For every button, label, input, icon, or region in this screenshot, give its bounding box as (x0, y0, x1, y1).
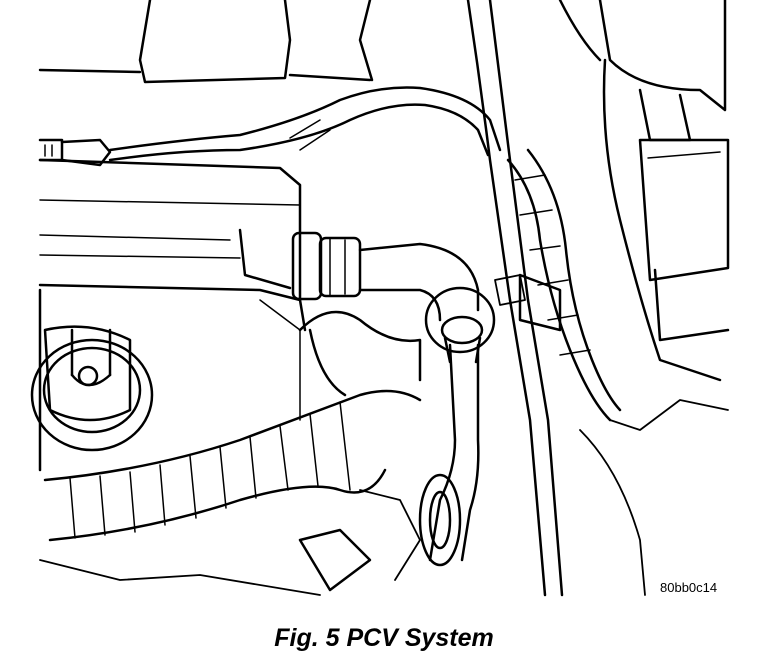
wire-harness-top (108, 86, 502, 162)
pcv-valve (424, 286, 496, 364)
pcv-hose (418, 343, 480, 567)
engine-cover-top (38, 0, 374, 84)
valve-cover (38, 158, 307, 472)
harness-loom-right (494, 148, 622, 422)
sensor-connector (38, 138, 112, 167)
oil-filler-cap (30, 325, 154, 452)
pcv-system-illustration (30, 0, 730, 597)
corrugated-harness (43, 310, 422, 542)
figure-reference-code: 80bb0c14 (660, 580, 718, 595)
right-components (558, 0, 730, 382)
intake-elbow (291, 231, 480, 322)
vacuum-tube (466, 0, 564, 597)
lower-engine (39, 399, 729, 596)
figure-caption: Fig. 5 PCV System (274, 624, 494, 652)
